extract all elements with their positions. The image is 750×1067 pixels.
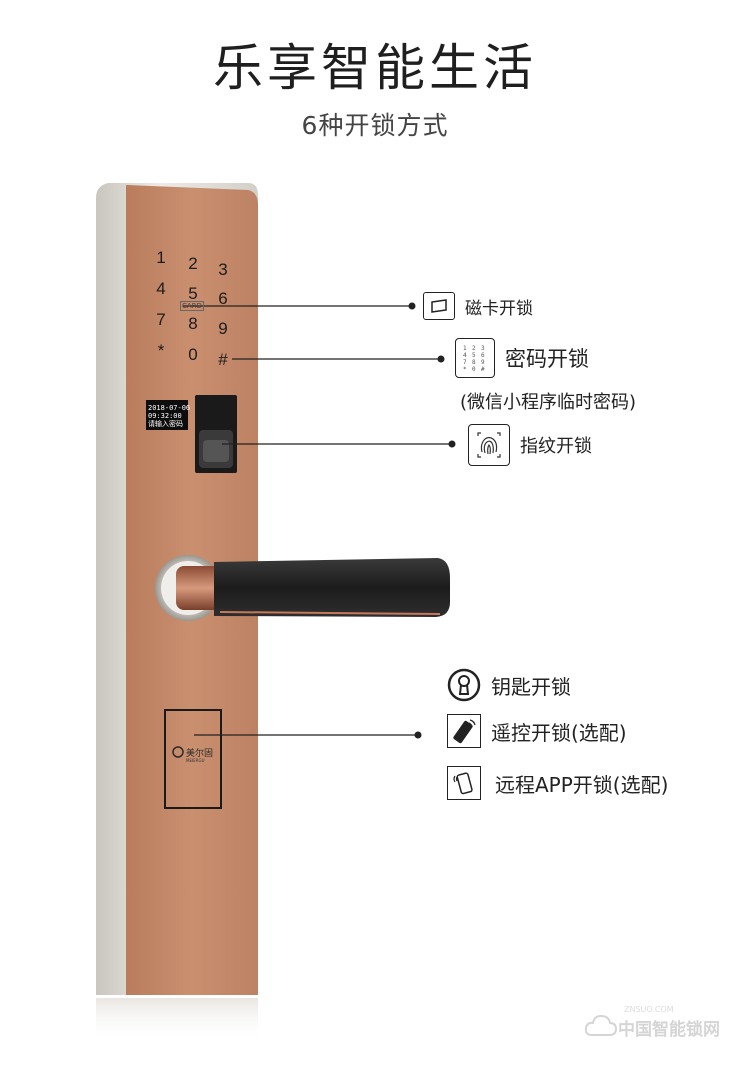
feature-remote-unlock: 遥控开锁(选配) (447, 714, 627, 748)
svg-text:5: 5 (472, 352, 476, 359)
svg-text:6: 6 (481, 352, 485, 359)
watermark-small-text: ZNSUO.COM (624, 1005, 674, 1014)
keypad-key-6[interactable]: 6 (218, 289, 228, 308)
screen-prompt: 请输入密码 (148, 420, 183, 428)
phone-icon (447, 766, 481, 800)
keypad-key-star[interactable]: * (157, 341, 165, 360)
watermark-text: 中国智能锁网 (618, 1020, 720, 1040)
feature-key-label: 钥匙开锁 (491, 674, 571, 699)
feature-key-unlock: 钥匙开锁 (447, 668, 571, 702)
lcd-screen (146, 400, 188, 430)
keypad-key-8[interactable]: 8 (188, 314, 198, 333)
keypad-key-5[interactable]: 5 (188, 284, 198, 303)
remote-control-icon (447, 714, 481, 748)
brand-name: 美尔固 (186, 749, 214, 759)
feature-app-label: 远程APP开锁(选配) (495, 772, 669, 797)
keypad-key-9[interactable]: 9 (218, 319, 228, 338)
keypad-key-4[interactable]: 4 (156, 279, 166, 298)
feature-app-unlock: 远程APP开锁(选配) (447, 766, 668, 800)
page-title: 乐享智能生活 (213, 39, 537, 97)
svg-text:9: 9 (481, 359, 485, 366)
keypad-key-1[interactable]: 1 (156, 248, 166, 267)
page-subtitle: 6种开锁方式 (301, 111, 449, 140)
feature-card-label: 磁卡开锁 (465, 298, 533, 319)
fingerprint-icon (468, 424, 510, 466)
card-tag: CARD (180, 301, 204, 311)
brand-logo-icon (172, 746, 184, 758)
keypad-key-7[interactable]: 7 (156, 310, 166, 329)
svg-text:4: 4 (463, 352, 467, 359)
svg-text:7: 7 (463, 359, 467, 366)
brand-sub: MEIERGU (186, 758, 205, 763)
svg-text:*: * (463, 366, 467, 373)
keypad-key-0[interactable]: 0 (188, 345, 198, 364)
card-icon (423, 292, 455, 320)
keypad-key-3[interactable]: 3 (218, 260, 228, 279)
svg-text:8: 8 (472, 359, 476, 366)
feature-fingerprint-unlock: 指纹开锁 (468, 424, 592, 466)
cloud-logo-icon (584, 1014, 618, 1036)
keypad-key-2[interactable]: 2 (188, 254, 198, 273)
feature-card-unlock: 磁卡开锁 (423, 292, 533, 320)
door-handle (214, 558, 450, 617)
site-watermark: ZNSUO.COM 中国智能锁网 (584, 1005, 734, 1045)
floor-reflection (96, 998, 258, 1043)
feature-password-note: (微信小程序临时密码) (460, 392, 637, 413)
screen-time: 09:32:00 (148, 412, 182, 420)
svg-text:1: 1 (463, 345, 467, 352)
svg-text:0: 0 (472, 366, 476, 373)
screen-date: 2018-07-06 (148, 404, 191, 412)
card-reader-area (164, 709, 222, 809)
keyhole-icon (447, 668, 481, 702)
svg-text:2: 2 (472, 345, 476, 352)
feature-remote-label: 遥控开锁(选配) (491, 720, 627, 745)
keypad-key-hash[interactable]: # (218, 350, 228, 369)
feature-fingerprint-label: 指纹开锁 (520, 436, 592, 457)
svg-text:#: # (481, 366, 485, 373)
feature-password-label: 密码开锁 (505, 347, 589, 371)
svg-text:3: 3 (481, 345, 485, 352)
